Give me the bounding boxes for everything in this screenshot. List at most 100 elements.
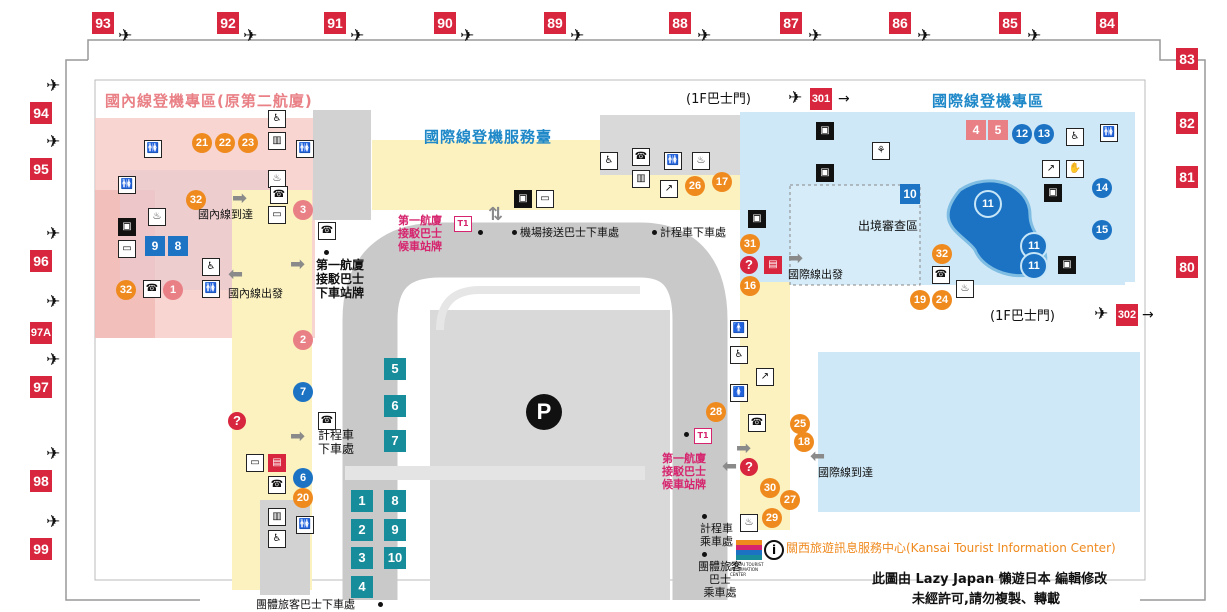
bus-gate-top-label: (1F巴士門) xyxy=(686,92,751,107)
shuttle-drop-label: 機場接送巴士下車處 xyxy=(520,226,619,239)
gate-94: 94 xyxy=(30,102,52,124)
stop-marker xyxy=(324,250,329,255)
restroom-icon: 🚻 xyxy=(118,176,136,194)
kansai-logo xyxy=(736,540,762,560)
stop-marker xyxy=(512,230,517,235)
airplane-icon: ✈ xyxy=(243,26,258,46)
facility-23: 23 xyxy=(238,133,258,153)
facility-6: 6 xyxy=(293,468,313,488)
group-bus-pick-label: 團體旅客 巴士 乘車處 xyxy=(698,560,742,599)
t1-bus-stop-top-line2: 接駁巴士 xyxy=(398,227,442,240)
facility-5: 5 xyxy=(988,120,1008,140)
nursing-icon: ♿ xyxy=(1066,128,1084,146)
t1-bus-stop-bottom: 第一航廈 接駁巴士 候車站牌 xyxy=(662,452,706,491)
gate-95: 95 xyxy=(30,158,52,180)
t1-bus-stop-top-line3: 候車站牌 xyxy=(398,240,442,253)
facility-32c: 32 xyxy=(932,244,952,264)
stop-marker xyxy=(478,230,483,235)
gate-91: 91 xyxy=(324,12,346,34)
facility-27: 27 xyxy=(780,490,800,510)
intl-counter-title: 國際線登機服務臺 xyxy=(424,128,553,146)
gate-96: 96 xyxy=(30,250,52,272)
intl-departure-label: 國際線出發 xyxy=(788,268,843,281)
gate-89: 89 xyxy=(544,12,566,34)
facility-26: 26 xyxy=(685,176,705,196)
facility-16: 16 xyxy=(740,276,760,296)
nursing-icon: ♿ xyxy=(600,152,618,170)
gate-302: 302 xyxy=(1116,304,1138,326)
facility-32b: 32 xyxy=(116,280,136,300)
road-curve xyxy=(436,286,640,331)
facility-29: 29 xyxy=(762,508,782,528)
airplane-icon: ✈ xyxy=(46,132,61,152)
gate-84: 84 xyxy=(1096,12,1118,34)
airplane-icon: ✈ xyxy=(460,26,475,46)
facility-11a: 11 xyxy=(974,190,1002,218)
escalator-icon: ↗ xyxy=(660,180,678,198)
t1-bus-stop-top: 第一航廈 接駁巴士 候車站牌 xyxy=(398,214,442,253)
credit-line-2: 未經許可,請勿複製、轉載 xyxy=(912,592,1060,607)
info-icon: ? xyxy=(228,412,246,430)
pier-outline-left xyxy=(65,59,200,601)
gate-97: 97 xyxy=(30,376,52,398)
bus-stop-8: 8 xyxy=(384,490,406,512)
post-icon: ▤ xyxy=(268,454,286,472)
airplane-icon: ✈ xyxy=(1027,26,1042,46)
baby-icon: ✋ xyxy=(1066,160,1084,178)
gate-83: 83 xyxy=(1176,48,1198,70)
gate-90: 90 xyxy=(434,12,456,34)
t1-sign-line2: 接駁巴士 xyxy=(316,272,365,286)
restroom-icon: 🚻 xyxy=(664,152,682,170)
t1-bus-stop-top-line1: 第一航廈 xyxy=(398,214,442,227)
gate-92: 92 xyxy=(217,12,239,34)
taxi-pick-line2: 乘車處 xyxy=(700,535,733,548)
departure-arrow: ⬅ xyxy=(228,264,244,285)
gate-88: 88 xyxy=(669,12,691,34)
bus-stop-10: 10 xyxy=(384,547,406,569)
gate-93: 93 xyxy=(92,12,114,34)
atm-icon: ▣ xyxy=(514,190,532,208)
bus-gate-top-arrow: → xyxy=(838,91,850,107)
taxi-arrow: ➡ xyxy=(290,426,306,447)
facility-32: 32 xyxy=(186,190,206,210)
phone-icon: ☎ xyxy=(268,476,286,494)
airplane-icon: ✈ xyxy=(46,350,61,370)
facility-14: 14 xyxy=(1092,178,1112,198)
restroom-icon: 🚻 xyxy=(1100,124,1118,142)
escalator-icon: ↗ xyxy=(1042,160,1060,178)
phone-icon: ☎ xyxy=(318,222,336,240)
smoking-icon: ♨ xyxy=(692,152,710,170)
t1-sign-line1: 第一航廈 xyxy=(316,258,365,272)
airplane-icon: ✈ xyxy=(46,292,61,312)
restroom-icon: 🚺 xyxy=(730,384,748,402)
airplane-icon: ✈ xyxy=(697,26,712,46)
atm-icon: ▣ xyxy=(1044,184,1062,202)
gate-98: 98 xyxy=(30,470,52,492)
stop-marker xyxy=(702,514,707,519)
phone-icon: ☎ xyxy=(748,414,766,432)
phone-icon: ☎ xyxy=(143,280,161,298)
gate-301: 301 xyxy=(810,88,832,110)
taxi-pick-line1: 計程車 xyxy=(700,522,733,535)
bus-gate-right-arrow: → xyxy=(1142,307,1154,323)
elevator-icon: ♿ xyxy=(268,110,286,128)
stop-marker xyxy=(684,432,689,437)
restroom-icon: 🚻 xyxy=(296,140,314,158)
airplane-icon: ✈ xyxy=(46,512,61,532)
phone-icon: ☎ xyxy=(270,186,288,204)
taxi-drop-top-label: 計程車下車處 xyxy=(660,226,726,239)
crosswalk xyxy=(345,466,645,480)
updown-arrow: ⇅ xyxy=(488,204,504,225)
credit-line-1: 此圖由 Lazy Japan 懶遊日本 編輯修改 xyxy=(872,572,1108,587)
immigration-area xyxy=(789,184,921,286)
facility-13: 13 xyxy=(1034,124,1054,144)
elevator-icon: ▥ xyxy=(632,170,650,188)
facility-1: 1 xyxy=(163,280,183,300)
stop-marker xyxy=(378,602,383,607)
gate-86: 86 xyxy=(889,12,911,34)
facility-12: 12 xyxy=(1012,124,1032,144)
stop-marker xyxy=(652,230,657,235)
t1-bus-stop-bottom-line1: 第一航廈 xyxy=(662,452,706,465)
